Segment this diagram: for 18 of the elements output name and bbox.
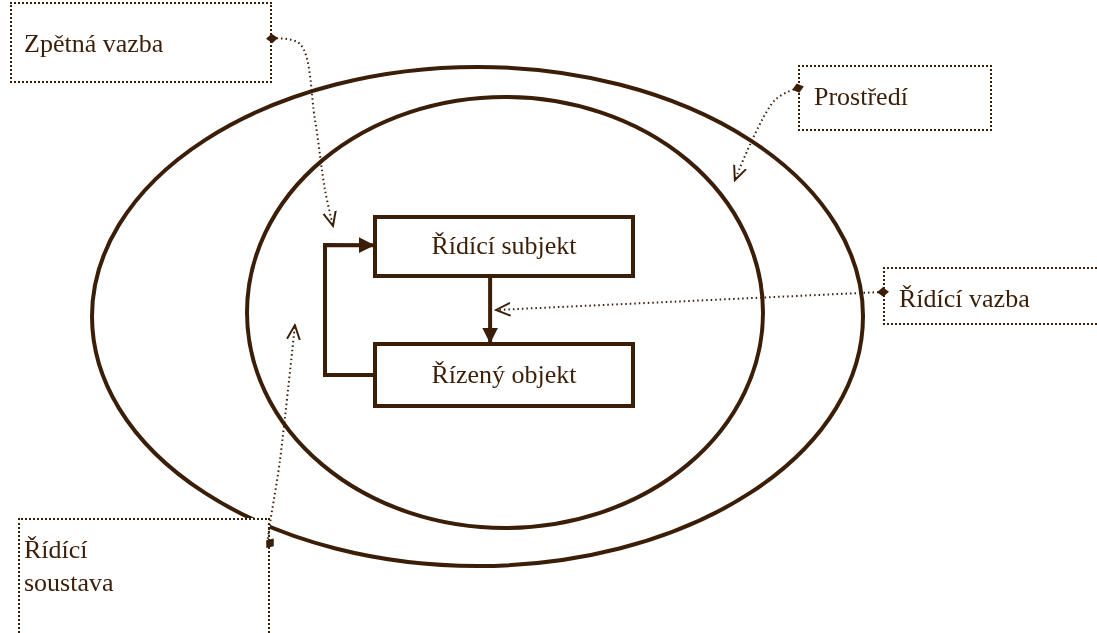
- arrow: [482, 278, 499, 344]
- leader-line: [266, 324, 301, 548]
- callout-text: Řídící vazba: [899, 283, 1030, 315]
- callout-box: [10, 2, 272, 83]
- box-label: Řízený objekt: [431, 358, 577, 391]
- callout-box: [798, 65, 992, 131]
- box-label: Řídící subjekt: [431, 230, 577, 263]
- callout-text: Prostředí: [814, 81, 908, 113]
- arrow: [323, 237, 375, 377]
- process-box: [373, 215, 635, 278]
- leader-line: [266, 33, 337, 227]
- callout-box: [883, 267, 1097, 325]
- process-box: [373, 342, 635, 408]
- callout-box: [18, 518, 270, 633]
- callout-text: Zpětná vazba: [24, 28, 164, 60]
- leader-line: [733, 83, 804, 182]
- leader-line: [495, 287, 889, 317]
- callout-text: Řídící soustava: [24, 534, 115, 599]
